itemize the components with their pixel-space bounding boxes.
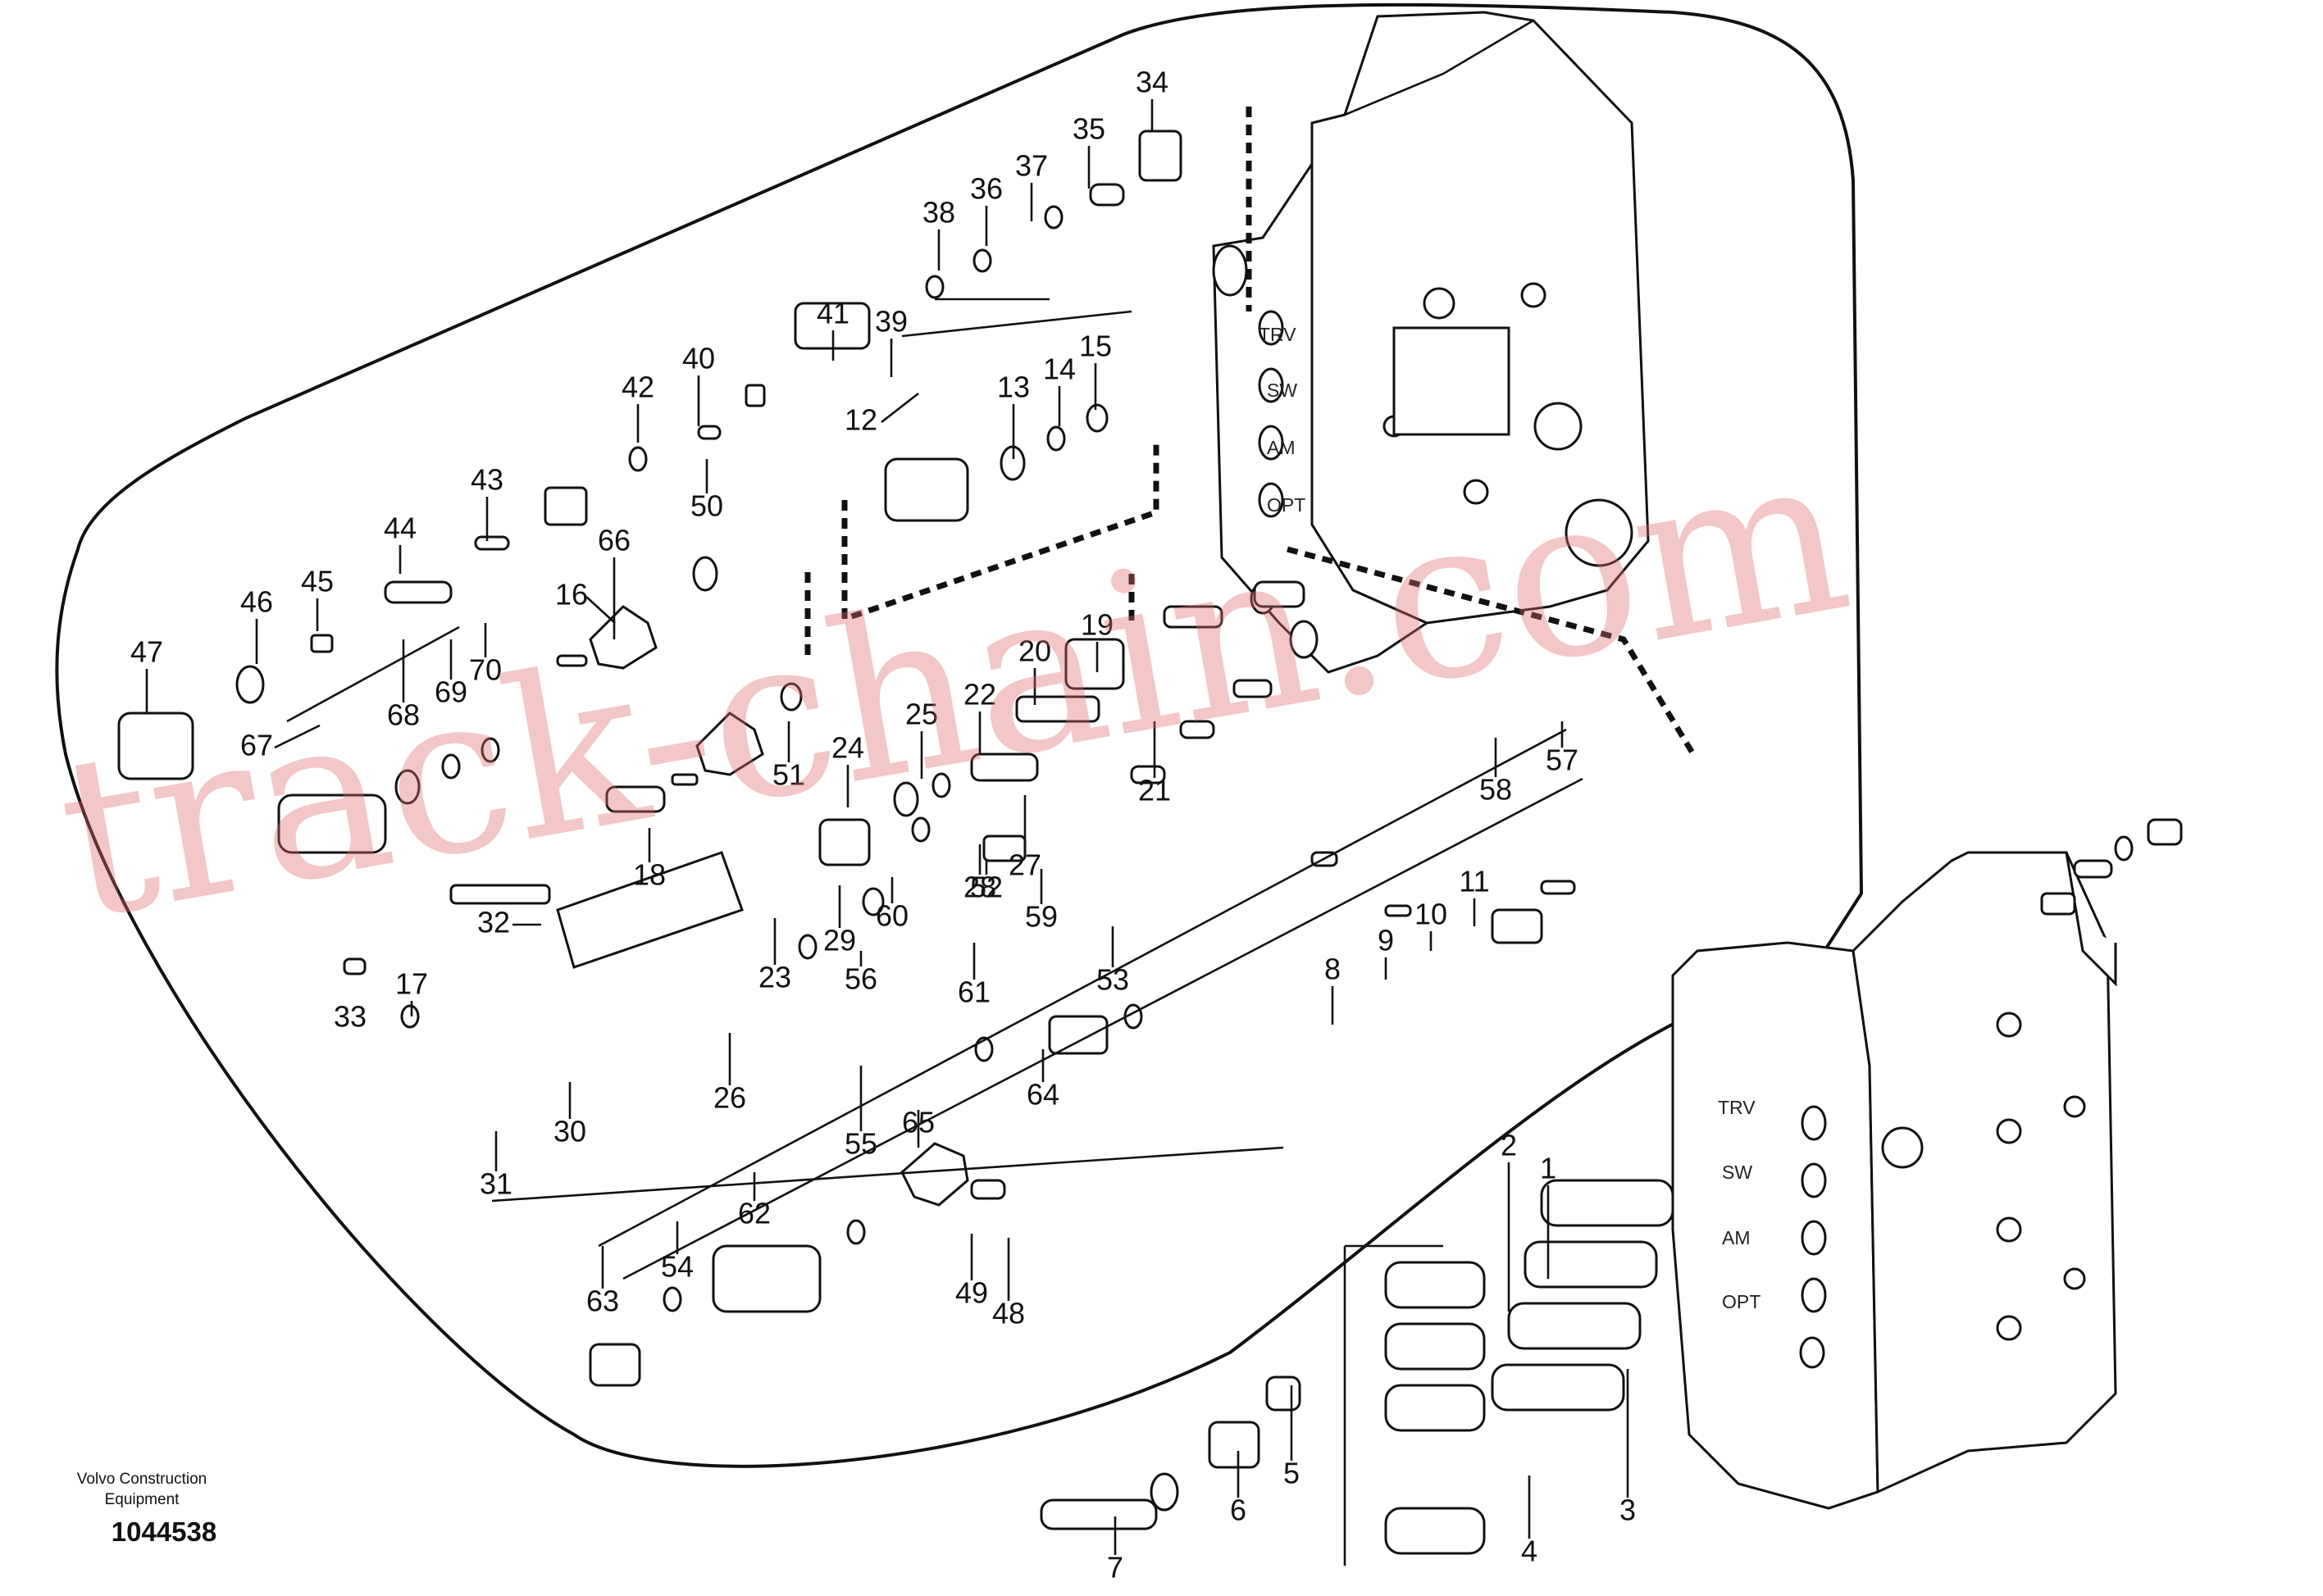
callout-66: 66	[598, 524, 631, 557]
callout-18: 18	[633, 858, 666, 892]
callout-49: 49	[955, 1276, 988, 1310]
callout-57: 57	[1546, 743, 1578, 777]
callout-5: 5	[1283, 1457, 1300, 1490]
callout-52: 52	[970, 871, 1003, 904]
callout-34: 34	[1136, 66, 1168, 99]
callout-61: 61	[958, 975, 991, 1009]
callout-13: 13	[997, 371, 1030, 404]
callout-65: 65	[902, 1106, 935, 1139]
port-label-trv: TRV	[1259, 324, 1296, 345]
callout-15: 15	[1079, 330, 1112, 363]
callout-62: 62	[738, 1197, 771, 1230]
callout-33: 33	[334, 1000, 367, 1034]
callout-9: 9	[1378, 924, 1394, 957]
callout-4: 4	[1521, 1535, 1537, 1568]
callout-27: 27	[1009, 848, 1041, 882]
callout-7: 7	[1107, 1551, 1123, 1585]
callout-64: 64	[1027, 1078, 1059, 1112]
callout-67: 67	[240, 729, 273, 762]
callout-48: 48	[992, 1297, 1025, 1330]
port-label-sw: SW	[1267, 380, 1297, 401]
leader-line	[901, 310, 1132, 338]
callout-68: 68	[387, 698, 420, 732]
callout-53: 53	[1096, 963, 1129, 997]
callout-38: 38	[922, 196, 955, 230]
callout-22: 22	[963, 678, 996, 712]
callout-leader-lines	[145, 99, 1629, 1566]
callout-51: 51	[772, 758, 805, 792]
overview-port-label-opt: OPT	[1722, 1291, 1760, 1312]
callout-20: 20	[1018, 634, 1051, 668]
callout-23: 23	[758, 961, 791, 994]
leader-line	[598, 728, 1567, 1248]
port-labels: TRV SW AM OPT TRV SW AM OPT	[1259, 324, 1760, 1312]
overview-port-label-am: AM	[1722, 1227, 1751, 1248]
callout-2: 2	[1501, 1129, 1517, 1162]
brand-line-2: Equipment	[105, 1491, 180, 1508]
dashed-route-2	[841, 443, 1159, 623]
callout-30: 30	[553, 1115, 586, 1148]
leader-line	[622, 777, 1583, 1280]
brand-line-1: Volvo Construction	[77, 1471, 207, 1488]
control-valve-block-overview	[1671, 851, 2117, 1510]
callout-29: 29	[823, 924, 856, 957]
callout-37: 37	[1015, 149, 1048, 183]
callout-46: 46	[240, 585, 273, 619]
callout-55: 55	[845, 1127, 877, 1161]
dashed-route-5	[1287, 546, 1696, 756]
callout-58: 58	[1479, 773, 1512, 807]
callout-31: 31	[480, 1167, 512, 1201]
overview-port-label-sw: SW	[1722, 1162, 1752, 1183]
callout-35: 35	[1073, 112, 1105, 146]
callout-70: 70	[469, 653, 502, 687]
callout-40: 40	[682, 342, 715, 375]
callout-8: 8	[1324, 953, 1341, 986]
callout-10: 10	[1414, 898, 1447, 931]
document-number: 1044538	[112, 1516, 216, 1547]
callout-45: 45	[301, 565, 334, 598]
port-label-opt: OPT	[1267, 494, 1305, 516]
leader-line	[585, 596, 616, 624]
callout-44: 44	[384, 512, 417, 545]
callout-60: 60	[876, 899, 909, 933]
parts	[117, 130, 2183, 1555]
overview-port-label-trv: TRV	[1718, 1097, 1756, 1118]
callout-59: 59	[1025, 900, 1058, 934]
callout-47: 47	[130, 635, 163, 669]
callout-42: 42	[622, 371, 654, 404]
callout-69: 69	[435, 675, 467, 709]
callout-1: 1	[1540, 1152, 1556, 1185]
leader-line	[274, 724, 321, 749]
callout-41: 41	[817, 297, 849, 330]
callout-36: 36	[970, 172, 1003, 206]
callout-50: 50	[690, 489, 723, 523]
callout-63: 63	[586, 1285, 619, 1318]
callout-11: 11	[1459, 865, 1489, 898]
callout-32: 32	[477, 906, 510, 939]
callout-17: 17	[395, 967, 428, 1001]
leader-line	[286, 625, 460, 723]
callout-3: 3	[1619, 1494, 1636, 1527]
callout-28: 28	[963, 871, 996, 904]
callout-25: 25	[905, 698, 938, 731]
callout-26: 26	[713, 1081, 746, 1115]
callout-19: 19	[1081, 608, 1114, 642]
callout-43: 43	[471, 463, 503, 497]
leader-line	[491, 1146, 1284, 1203]
callout-56: 56	[845, 962, 877, 996]
callout-6: 6	[1230, 1494, 1246, 1527]
callout-16: 16	[555, 578, 588, 612]
callout-14: 14	[1043, 352, 1076, 386]
callout-21: 21	[1138, 774, 1171, 807]
leader-line	[881, 392, 919, 424]
callout-12: 12	[845, 403, 877, 437]
detail-enclosure-outline	[55, 2, 1864, 1468]
callout-39: 39	[875, 305, 908, 339]
callout-numbers: 1234567891011121314151617181920212223242…	[130, 66, 1636, 1585]
callout-24: 24	[831, 731, 864, 765]
port-label-am: AM	[1267, 437, 1296, 458]
callout-54: 54	[661, 1250, 694, 1284]
